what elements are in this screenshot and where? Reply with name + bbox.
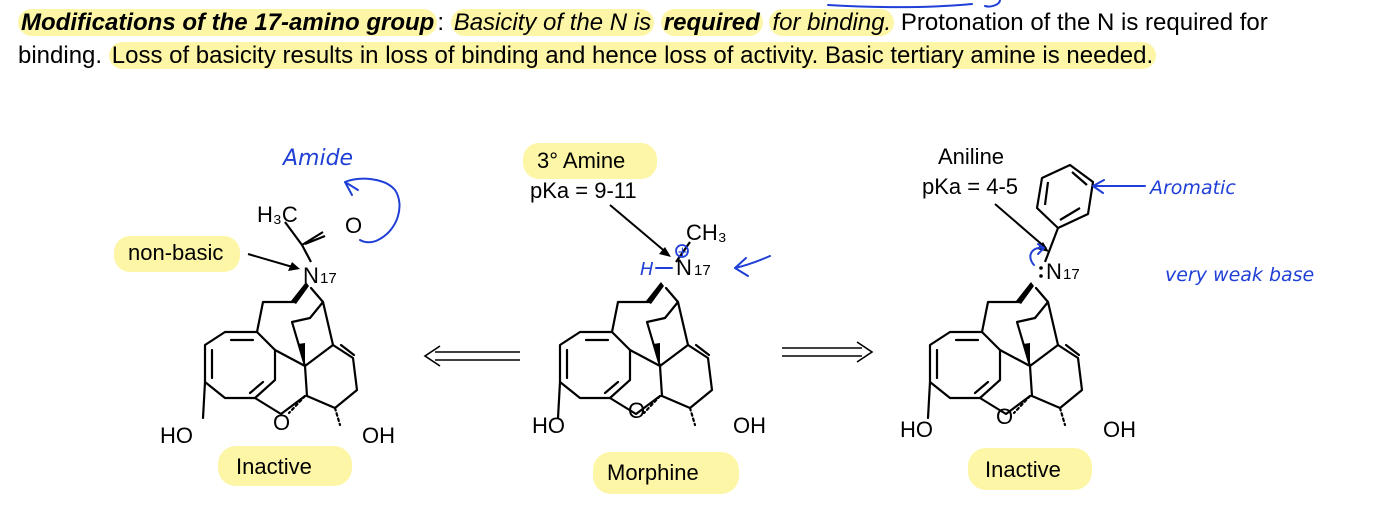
aromatic-annotation: Aromatic <box>1148 177 1236 199</box>
morphine-caption-highlight <box>593 452 739 494</box>
left-methyl: H₃C <box>257 202 298 227</box>
right-header-line1: Aniline <box>938 144 1004 169</box>
center-header-line2: pKa = 9-11 <box>530 178 637 203</box>
right-n-number: 17 <box>1063 266 1080 283</box>
center-hydrogen: H <box>640 259 654 280</box>
required-keyword: required <box>660 9 763 36</box>
right-header-line2: pKa = 4-5 <box>922 174 1018 199</box>
center-ink-arrow <box>734 255 771 277</box>
center-charge: + <box>677 245 688 260</box>
center-header-line1: 3° Amine <box>537 148 625 173</box>
right-molecule <box>926 163 1095 427</box>
amide-annotation: Amide <box>281 146 353 171</box>
left-hydroxyl-oh: OH <box>362 423 395 448</box>
top-ink-stroke <box>827 0 1001 9</box>
center-n-number: 17 <box>694 262 711 279</box>
protonation-statement: Protonation of the N is required for bin… <box>18 9 1268 69</box>
right-hydroxyl-oh: OH <box>1103 417 1136 442</box>
center-hydroxyl-oh: OH <box>733 413 766 438</box>
right-nitrogen: N <box>1046 259 1062 284</box>
center-hydroxyl-ho: HO <box>532 413 565 438</box>
left-caption-highlight <box>218 446 352 486</box>
loss-of-basicity-statement: Loss of basicity results in loss of bind… <box>108 42 1157 69</box>
left-ring-oxygen: O <box>273 410 290 435</box>
non-basic-label: non-basic <box>128 240 223 265</box>
center-ring-oxygen: O <box>628 398 645 423</box>
left-caption: Inactive <box>236 454 312 479</box>
right-caption: Inactive <box>985 457 1061 482</box>
intro-paragraph: Modifications of the 17-amino group: Bas… <box>18 6 1318 72</box>
lone-pair-ink-arrow <box>1029 243 1045 266</box>
right-pointing-arrow <box>782 341 874 363</box>
right-hydroxyl-ho: HO <box>900 417 933 442</box>
weak-base-annotation: very weak base <box>1165 264 1314 286</box>
left-molecule <box>201 221 359 427</box>
section-title: Modifications of the 17-amino group <box>18 9 438 36</box>
right-caption-highlight <box>968 448 1092 490</box>
right-ring-oxygen: O <box>996 404 1013 429</box>
title-colon: : <box>437 9 445 36</box>
center-methyl: CH₃ <box>686 220 727 245</box>
left-nitrogen: N <box>303 263 319 288</box>
non-basic-highlight <box>114 236 240 272</box>
left-pointing-arrow <box>423 345 520 367</box>
center-molecule <box>556 241 714 427</box>
tertiary-amine-highlight <box>523 143 657 179</box>
for-binding-text: for binding. <box>769 9 895 36</box>
center-nitrogen: N <box>676 255 692 280</box>
left-hydroxyl-ho: HO <box>160 423 193 448</box>
amide-ink-arrow <box>344 177 401 244</box>
center-caption: Morphine <box>607 460 699 485</box>
basicity-statement: Basicity of the N is <box>450 9 655 36</box>
aromatic-ink-arrow <box>1092 179 1146 194</box>
left-carbonyl-oxygen: O <box>345 213 362 238</box>
left-n-number: 17 <box>320 270 337 287</box>
